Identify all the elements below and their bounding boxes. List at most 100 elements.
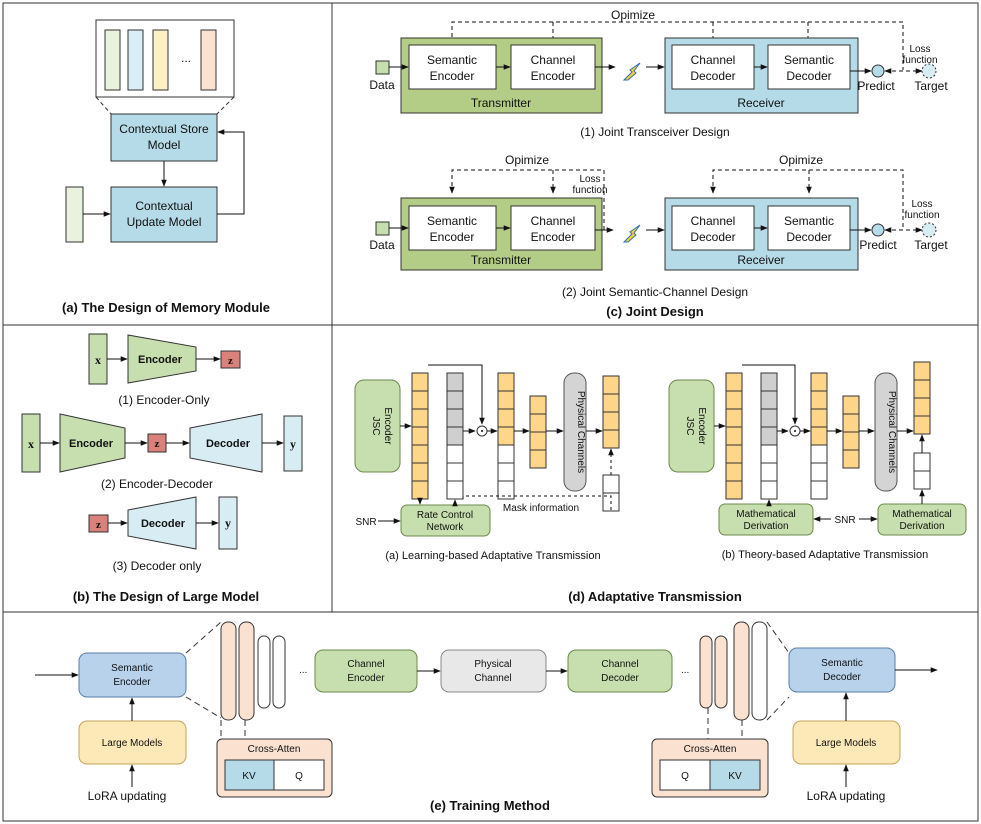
- receiver-label-1: Receiver: [737, 96, 784, 110]
- math-left-label-1: Mathematical: [736, 509, 795, 520]
- target-node-2: [921, 222, 937, 238]
- memory-slot: [200, 29, 217, 91]
- layer-bar: [238, 621, 255, 721]
- q-right: [659, 759, 711, 791]
- token-z: [220, 350, 241, 369]
- caption-a: (a) The Design of Memory Module: [62, 300, 270, 315]
- store-label-2: Model: [148, 138, 181, 152]
- channel-decoder-e: [567, 649, 673, 693]
- physical-channels-a: [563, 372, 587, 492]
- layer-bar: [272, 635, 286, 709]
- receiver-label-2: Receiver: [737, 253, 784, 267]
- lora-left: LoRA updating: [88, 789, 167, 803]
- semantic-decoder-1: [767, 44, 851, 90]
- label-encoder-decoder: (2) Encoder-Decoder: [101, 477, 213, 491]
- y-label: y: [290, 437, 296, 451]
- se1-label-b: Encoder: [430, 69, 475, 83]
- semantic-encoder-e: [78, 652, 187, 698]
- semantic-decoder-2: [767, 205, 851, 251]
- physical-b-label: Physical Channels: [886, 391, 897, 473]
- compressed-vector-b: [842, 395, 860, 469]
- contextual-store-model: [110, 113, 218, 162]
- jsc-a-label-2: Encoder: [382, 407, 393, 445]
- decoder-block: [189, 413, 263, 473]
- label-learning-based: (a) Learning-based Adaptative Transmissi…: [385, 550, 600, 562]
- mask-vector-b: [760, 372, 778, 500]
- large-models-left-label: Large Models: [102, 738, 163, 749]
- feature-vector-a: [411, 372, 429, 500]
- transmitter-label-1: Transmitter: [471, 96, 531, 110]
- data-square-1: [375, 60, 390, 75]
- physical-a-label: Physical Channels: [575, 391, 586, 473]
- compressed-vector-a: [529, 395, 547, 469]
- sd1-label-b: Decoder: [786, 69, 831, 83]
- ce1-label-b: Encoder: [531, 69, 576, 83]
- memory-slot: [104, 29, 121, 91]
- encoder-label: Encoder: [138, 354, 183, 366]
- data-label-1: Data: [369, 78, 395, 92]
- panel-c-joint-design: Opimize Semantic Encoder Channel Encoder…: [369, 8, 948, 319]
- channel-encoder-2: [510, 205, 596, 251]
- memory-ellipsis: ...: [181, 51, 191, 65]
- cd1-label-b: Decoder: [690, 69, 735, 83]
- token-y: [218, 496, 238, 550]
- z-label: z: [228, 355, 233, 367]
- label-decoder-only: (3) Decoder only: [113, 559, 202, 573]
- z-label: z: [96, 519, 101, 531]
- y-label: y: [225, 516, 231, 530]
- loss-label-3b: function: [904, 210, 939, 221]
- physical-channel-e: [440, 649, 547, 693]
- predict-node-2: [871, 223, 885, 237]
- snr-label-a: SNR: [355, 517, 376, 528]
- optimize-label-rx: Opimize: [779, 153, 823, 167]
- math-right-label-1: Mathematical: [892, 509, 951, 520]
- ce2-label-b: Encoder: [531, 230, 576, 244]
- q-left-label: Q: [295, 771, 303, 782]
- target-node-1: [921, 63, 937, 79]
- kv-right-label: KV: [728, 771, 742, 782]
- pc-e-label-2: Channel: [474, 673, 511, 684]
- cd1-label-a: Channel: [691, 53, 736, 67]
- semantic-decoder-e: [788, 647, 896, 693]
- label-joint-semantic-channel: (2) Joint Semantic-Channel Design: [562, 285, 748, 299]
- physical-channels-b: [874, 372, 898, 492]
- memory-slot: [152, 29, 169, 91]
- se-e-label-1: Semantic: [111, 663, 153, 674]
- x-label: x: [95, 353, 101, 367]
- layer-bar: [751, 621, 768, 721]
- optimize-label: Opimize: [611, 8, 655, 22]
- loss-label-2b: function: [572, 185, 607, 196]
- cross-atten-left-label: Cross-Atten: [248, 744, 301, 755]
- layer-bar: [257, 635, 271, 709]
- z-label: z: [155, 438, 160, 450]
- decoder-label: Decoder: [141, 518, 186, 530]
- semantic-encoder-1: [408, 44, 497, 90]
- channel-encoder-1: [510, 44, 596, 90]
- panel-e-training-method: Semantic Encoder Large Models LoRA updat…: [35, 621, 938, 813]
- se1-label-a: Semantic: [427, 53, 477, 67]
- se2-label-b: Encoder: [430, 230, 475, 244]
- se-e-label-2: Encoder: [113, 677, 151, 688]
- transmitter-label-2: Transmitter: [471, 253, 531, 267]
- sd2-label-b: Decoder: [786, 230, 831, 244]
- panel-a-memory-module: ... Contextual Store Model Contextual Up…: [62, 19, 270, 315]
- cd-e-label-1: Channel: [601, 659, 638, 670]
- token-y: [283, 415, 303, 472]
- math-left-label-2: Derivation: [743, 521, 788, 532]
- sd2-label-a: Semantic: [784, 214, 834, 228]
- decoder-block: [127, 496, 197, 550]
- x-label: x: [28, 437, 34, 451]
- sd-e-label-2: Decoder: [823, 672, 861, 683]
- predict-node-1: [871, 64, 885, 78]
- update-label-1: Contextual: [135, 199, 192, 213]
- target-label-1: Target: [914, 79, 948, 93]
- sd1-label-a: Semantic: [784, 53, 834, 67]
- channel-encoder-e: [314, 649, 418, 693]
- store-label-1: Contextual Store: [119, 122, 209, 136]
- label-encoder-only: (1) Encoder-Only: [118, 393, 209, 407]
- loss-label-3a: Loss: [911, 199, 932, 210]
- channel-decoder-1: [671, 44, 755, 90]
- mask-info-label: Mask information: [503, 503, 579, 514]
- masked-vector-b: [810, 372, 828, 500]
